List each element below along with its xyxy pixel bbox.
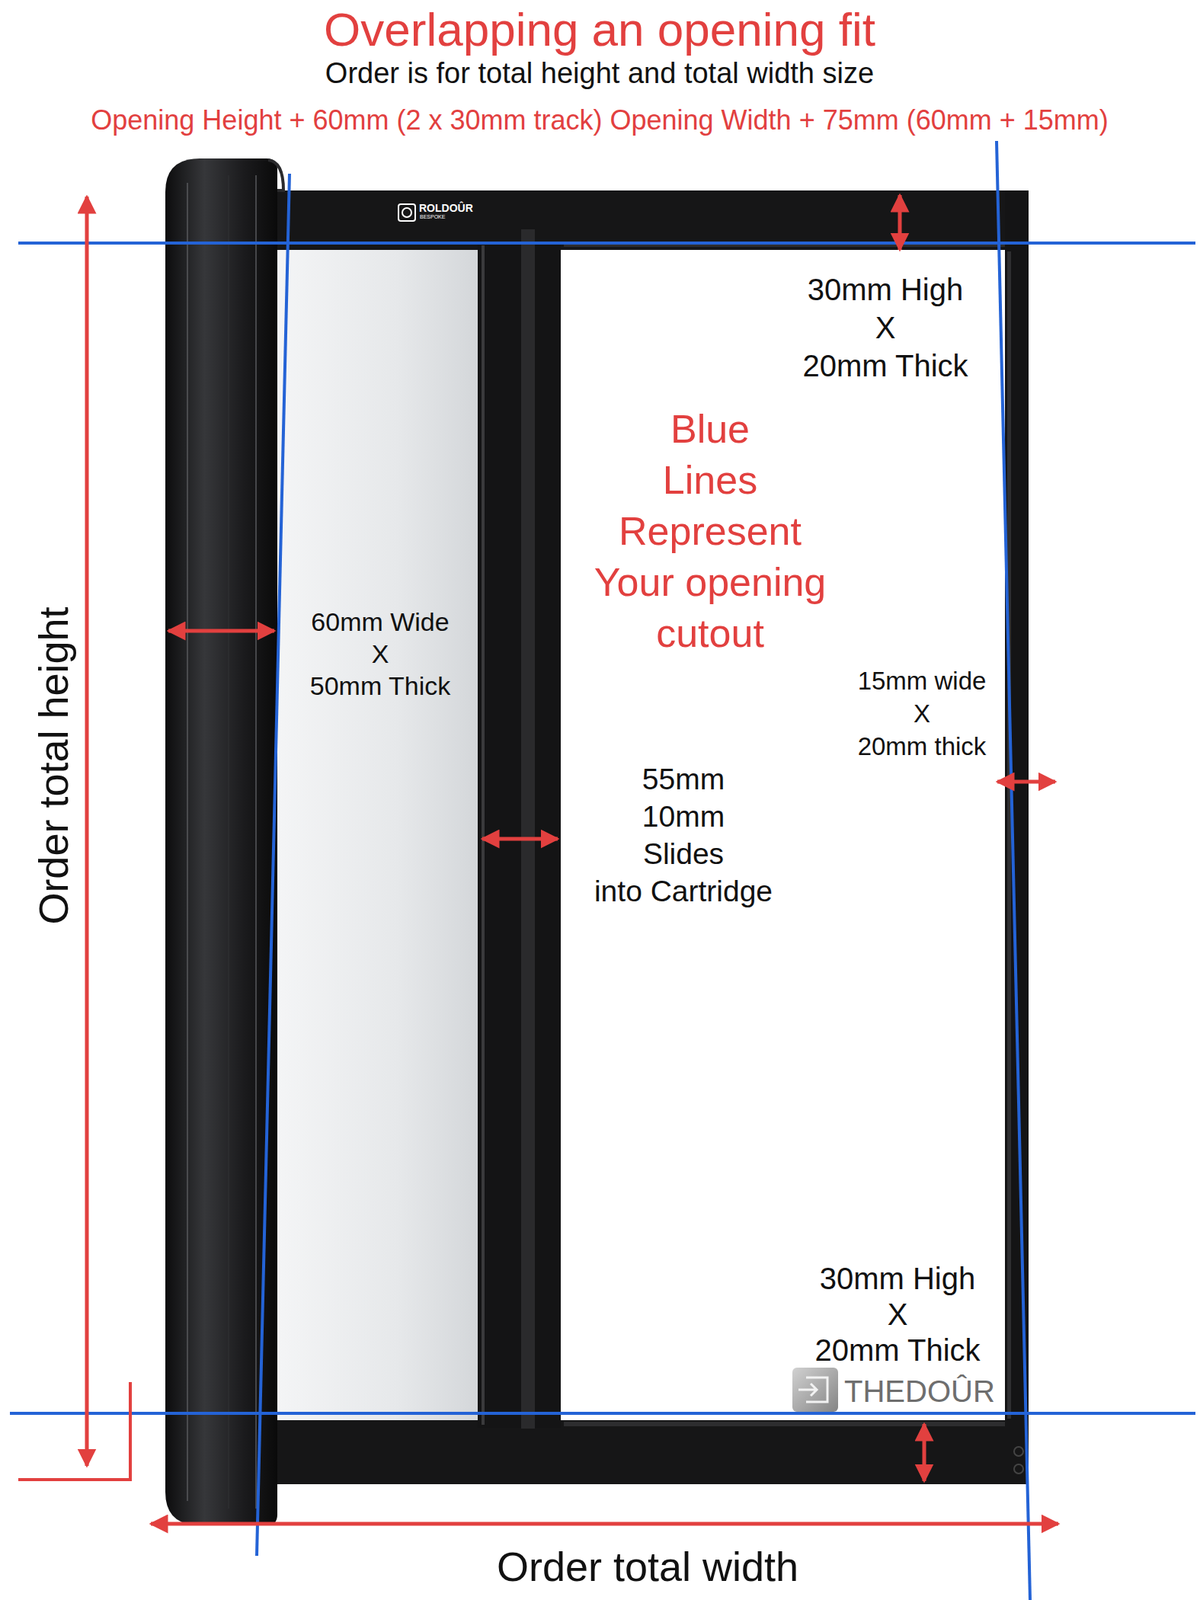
handle-dim-arrow — [482, 837, 558, 842]
side-track-lip — [1007, 251, 1012, 1419]
logo-icon — [402, 208, 412, 218]
text-line: 60mm Wide — [310, 605, 452, 638]
watermark: THEDOÛR — [844, 1374, 996, 1408]
handle-edge — [481, 245, 485, 1425]
text-line: 20mm thick — [857, 729, 987, 763]
opening-line — [9, 1411, 1196, 1415]
cartridge — [165, 158, 278, 1526]
top-rail — [274, 190, 1029, 250]
note-label: Blue Lines Represent Your opening cutout — [594, 403, 827, 660]
text-line: Represent — [594, 505, 827, 557]
text-line: 55mm — [594, 760, 773, 798]
height-bracket — [18, 1382, 131, 1480]
height-arrow — [85, 196, 90, 1466]
text-line: 50mm Thick — [310, 669, 452, 702]
text-line: Lines — [594, 454, 827, 506]
cartridge-dim-arrow — [168, 629, 275, 634]
text-line: X — [857, 697, 987, 730]
text-line: X — [802, 308, 968, 347]
dimension-label: 15mm wide X 20mm thick — [857, 664, 987, 763]
logo-text: ROLDOÛR — [419, 201, 474, 215]
bottom-rail-lip — [563, 1421, 1005, 1427]
watermark-icon — [798, 1383, 817, 1396]
opening-line — [256, 173, 290, 1556]
opening-interior — [560, 249, 1005, 1421]
text-line: 30mm High — [814, 1260, 980, 1297]
cartridge-groove — [227, 175, 230, 1509]
end-cap-screw — [1014, 1464, 1024, 1474]
text-line: 15mm wide — [857, 664, 987, 698]
text-line: Blue — [594, 403, 827, 455]
text-line: Your opening — [594, 556, 827, 608]
dimension-label: 30mm High X 20mm Thick — [814, 1260, 980, 1369]
bottom-rail-dim-arrow — [922, 1424, 927, 1482]
text-line: 30mm High — [802, 270, 968, 309]
dimension-label: 30mm High X 20mm Thick — [802, 270, 968, 385]
screen-fabric — [274, 248, 482, 1422]
logo-subtext: BESPOKE — [419, 214, 445, 221]
text-line: X — [814, 1296, 980, 1333]
side-track — [1004, 190, 1029, 1485]
title: Overlapping an opening fit — [323, 3, 876, 57]
cartridge-groove — [186, 182, 189, 1501]
logo-icon — [398, 204, 416, 221]
width-arrow — [150, 1522, 1059, 1527]
dimension-label: 55mm 10mm Slides into Cartridge — [594, 760, 773, 910]
dimension-label: 60mm Wide X 50mm Thick — [310, 605, 452, 702]
text-line: X — [310, 637, 452, 670]
axis-label: Order total height — [29, 606, 77, 925]
cartridge-groove — [255, 175, 257, 1509]
text-line: cutout — [594, 608, 827, 660]
handle-slider — [521, 229, 535, 1429]
text-line: 20mm Thick — [802, 346, 968, 385]
watermark-icon — [792, 1367, 839, 1412]
track-dim-arrow — [997, 780, 1056, 784]
axis-label: Order total width — [496, 1542, 799, 1591]
text-line: into Cartridge — [594, 872, 773, 910]
bottom-rail — [274, 1420, 1029, 1485]
text-line: 10mm — [594, 797, 773, 836]
text-line: Slides — [594, 835, 773, 873]
opening-line — [18, 241, 1196, 245]
handle-bar — [477, 242, 561, 1428]
top-rail-dim-arrow — [898, 195, 903, 250]
formula-note: Opening Height + 60mm (2 x 30mm track) O… — [90, 105, 1108, 136]
text-line: 20mm Thick — [814, 1332, 980, 1369]
end-cap-screw — [1014, 1446, 1024, 1456]
subtitle: Order is for total height and total widt… — [325, 56, 874, 90]
opening-line — [996, 140, 1031, 1600]
cartridge-cap — [268, 160, 284, 191]
